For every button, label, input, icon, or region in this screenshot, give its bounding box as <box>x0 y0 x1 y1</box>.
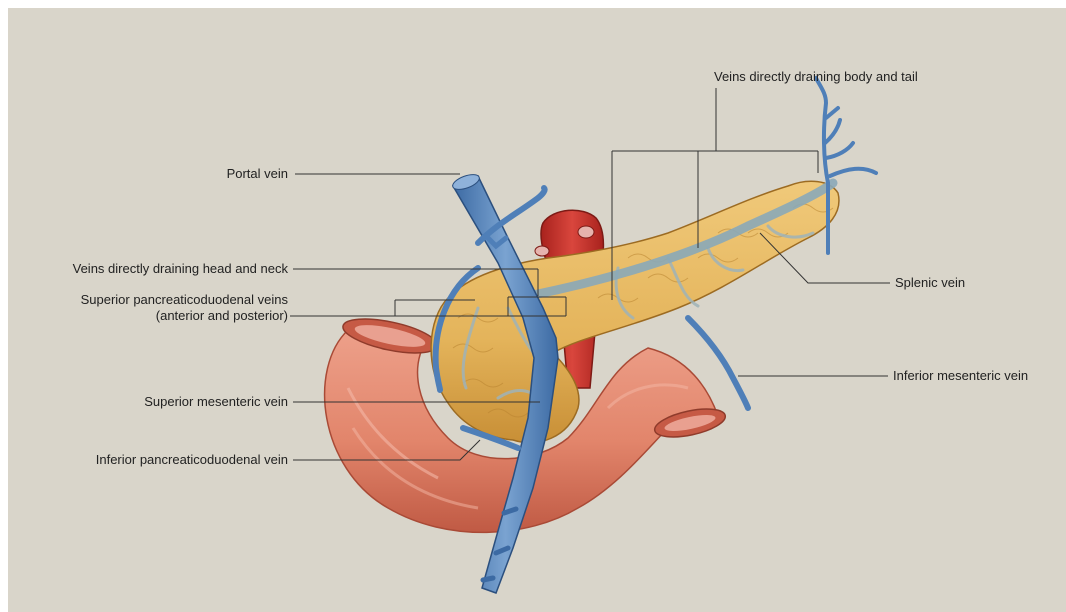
label-veins-head-neck: Veins directly draining head and neck <box>73 261 289 276</box>
pancreas-venous-drainage-diagram: Veins directly draining body and tail Po… <box>8 8 1066 612</box>
label-inferior-mesenteric-vein: Inferior mesenteric vein <box>893 368 1028 383</box>
label-veins-body-tail: Veins directly draining body and tail <box>714 69 918 84</box>
label-inferior-pd-vein: Inferior pancreaticoduodenal vein <box>96 452 288 467</box>
label-splenic-vein: Splenic vein <box>895 275 965 290</box>
anatomy-figure: Veins directly draining body and tail Po… <box>8 8 1066 612</box>
label-superior-mesenteric-vein: Superior mesenteric vein <box>144 394 288 409</box>
label-superior-pd-veins-line1: Superior pancreaticoduodenal veins <box>81 292 289 307</box>
label-portal-vein: Portal vein <box>227 166 288 181</box>
label-superior-pd-veins-line2: (anterior and posterior) <box>156 308 288 323</box>
